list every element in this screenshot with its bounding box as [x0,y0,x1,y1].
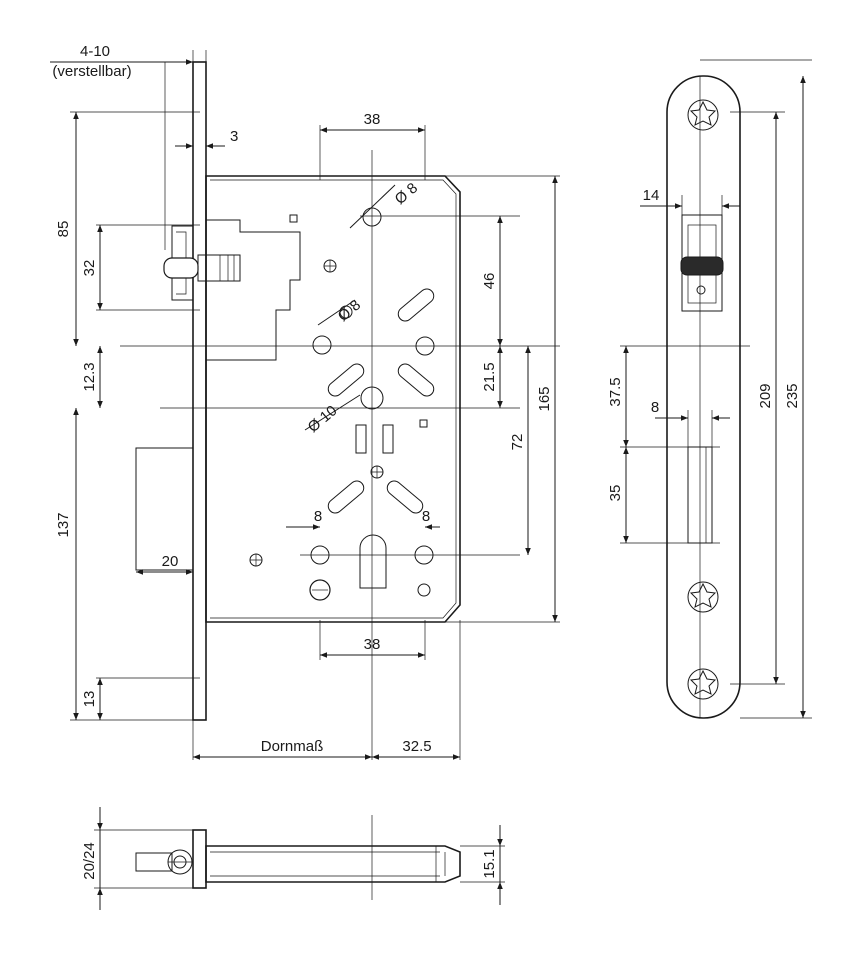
bottom-faceplate [192,829,207,889]
dim-width-bottom: 38 [364,636,381,653]
dim-side-8-left: 8 [314,508,322,525]
dim-plate-235: 235 [784,383,801,408]
faceplate-outline [666,75,741,719]
dim-bolt-20: 20 [162,553,179,570]
dim-plate-14: 14 [643,187,660,204]
dim-bottom-15-1: 15.1 [481,849,498,878]
dim-137: 137 [55,512,72,537]
bottom-construction-lines [94,829,505,889]
dim-13: 13 [81,691,98,708]
dim-bottom-20-24: 20/24 [81,842,98,880]
dim-46: 46 [481,273,498,290]
dim-faceplate-thickness: 3 [230,128,238,145]
dim-width-top: 38 [364,111,381,128]
dim-hole-dia-top: Ø 8 [392,179,421,208]
dim-12-3: 12.3 [81,362,98,391]
dim-adjust-range: 4-10 [80,43,110,60]
dim-hole-dia-large: Ø 10 [305,402,341,436]
front-dimension-texts: 4-10 (verstellbar) 3 38 Ø 8 Ø 8 Ø 10 85 … [52,43,553,755]
faceplate [192,61,207,721]
plate-construction-lines [620,59,812,719]
screw-bottom [687,668,719,700]
dim-165: 165 [536,386,553,411]
faceplate-side-view [666,75,741,719]
bottom-bolt [135,852,173,872]
dim-32: 32 [81,260,98,277]
plate-dimension-texts: 14 37.5 8 35 209 235 [607,187,801,501]
dim-plate-37-5: 37.5 [607,377,624,406]
screw-mid [687,581,719,613]
bottom-case [205,845,461,883]
dim-plate-35: 35 [607,485,624,502]
bottom-dimension-texts: 20/24 15.1 [81,842,498,880]
dim-plate-209: 209 [757,383,774,408]
front-dimension-lines [50,59,558,760]
latch-mechanism [206,219,301,361]
dim-adjust-note: (verstellbar) [52,63,131,80]
dim-21-5: 21.5 [481,362,498,391]
dim-hole-dia-mid: Ø 8 [335,296,364,325]
lock-front-view [135,61,461,721]
bottom-dimension-lines [97,807,503,910]
dim-72: 72 [509,434,526,451]
cylinder-hole [359,534,387,589]
front-centre-lines [70,50,560,760]
dim-dornmass: Dornmaß [261,738,324,755]
dim-85: 85 [55,221,72,238]
lock-bottom-view [135,815,461,900]
dim-32-5: 32.5 [402,738,431,755]
dim-side-8-right: 8 [422,508,430,525]
dead-bolt [135,447,194,571]
dim-plate-8: 8 [651,399,659,416]
screw-top [687,99,719,131]
plate-dimension-lines [623,76,806,718]
